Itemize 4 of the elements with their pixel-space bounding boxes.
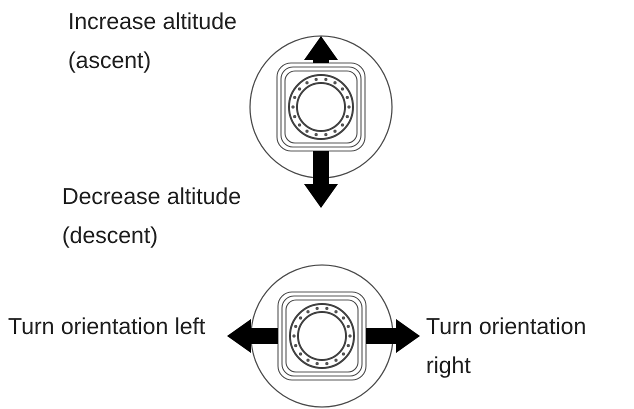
direction-label: Increase altitude (ascent) [68, 7, 238, 75]
direction-label: Decrease altitude (descent) [62, 182, 242, 250]
direction-label: Turn orientation left [8, 312, 206, 341]
direction-label: Turn orientation right [426, 312, 588, 380]
